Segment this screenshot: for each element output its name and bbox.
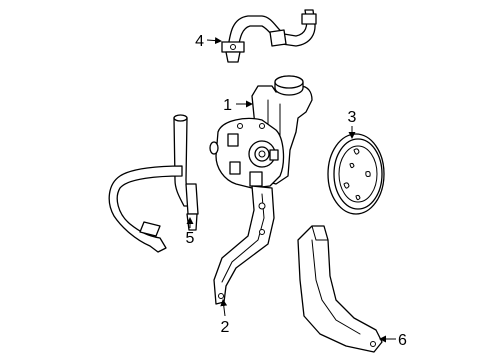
callout-4: 4 (195, 33, 222, 50)
pump-reservoir-part-1 (209, 75, 313, 189)
return-hose-part-4 (221, 9, 317, 63)
callout-1-label: 1 (223, 97, 232, 114)
callout-3-label: 3 (348, 109, 357, 126)
callout-3: 3 (348, 109, 357, 139)
mounting-bracket-part-2 (213, 185, 275, 305)
callout-4-label: 4 (195, 33, 204, 50)
callout-5: 5 (186, 217, 195, 247)
pulley-part-3 (327, 133, 385, 215)
callout-6-label: 6 (398, 332, 407, 349)
callout-2-label: 2 (221, 319, 230, 336)
callout-6: 6 (379, 332, 407, 349)
callout-5-label: 5 (186, 230, 195, 247)
callout-2: 2 (220, 299, 230, 336)
brace-part-6 (297, 225, 383, 353)
callout-1: 1 (223, 97, 253, 114)
pressure-hose-part-5 (108, 114, 199, 253)
